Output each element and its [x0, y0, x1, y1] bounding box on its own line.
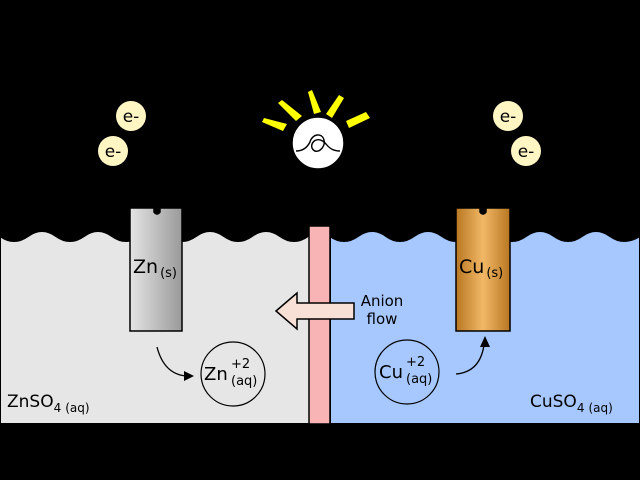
- zinc-oxidation-arrow-icon: [156, 346, 187, 377]
- copper-electrode-state: (s): [486, 266, 503, 281]
- anion-flow-label-line2: flow: [367, 310, 398, 328]
- zinc-electrode: Zn(s): [129, 207, 183, 332]
- light-bulb-icon: [262, 90, 370, 170]
- zinc-ion-state: (aq): [231, 374, 257, 389]
- svg-text:Cu: Cu: [379, 362, 403, 383]
- copper-ion-symbol: Cu: [379, 362, 403, 383]
- svg-text:e-: e-: [105, 142, 122, 162]
- electron-right-top: e-: [493, 101, 523, 131]
- svg-text:e-: e-: [518, 142, 535, 162]
- salt-bridge: [308, 225, 331, 425]
- zinc-solution-label: ZnSO4(aq): [7, 392, 90, 415]
- anion-flow-arrow-icon: [274, 291, 355, 331]
- electron-left-bottom: e-: [98, 136, 128, 166]
- zinc-ion-symbol: Zn: [204, 364, 228, 385]
- electron-left-top: e-: [116, 101, 146, 131]
- zinc-electrode-state: (s): [160, 266, 177, 281]
- zinc-ion-charge: +2: [231, 357, 250, 372]
- bulb-rays: [262, 90, 370, 131]
- zinc-electrode-label: Zn(s): [133, 256, 177, 281]
- copper-electrode-label: Cu(s): [459, 256, 503, 281]
- electron-right-bottom: e-: [511, 136, 541, 166]
- copper-ion: Cu +2 (aq): [374, 339, 440, 405]
- copper-ion-state: (aq): [406, 372, 432, 387]
- copper-ion-charge: +2: [406, 355, 425, 370]
- svg-text:e-: e-: [123, 107, 140, 127]
- copper-electrode: Cu(s): [455, 207, 511, 332]
- zinc-ion: Zn +2 (aq): [200, 341, 266, 407]
- svg-text:e-: e-: [500, 107, 517, 127]
- anion-flow-label-line1: Anion: [361, 292, 404, 310]
- copper-solution-label: CuSO4(aq): [530, 392, 613, 415]
- copper-reduction-arrow-icon: [455, 344, 485, 375]
- svg-text:Zn: Zn: [204, 364, 228, 385]
